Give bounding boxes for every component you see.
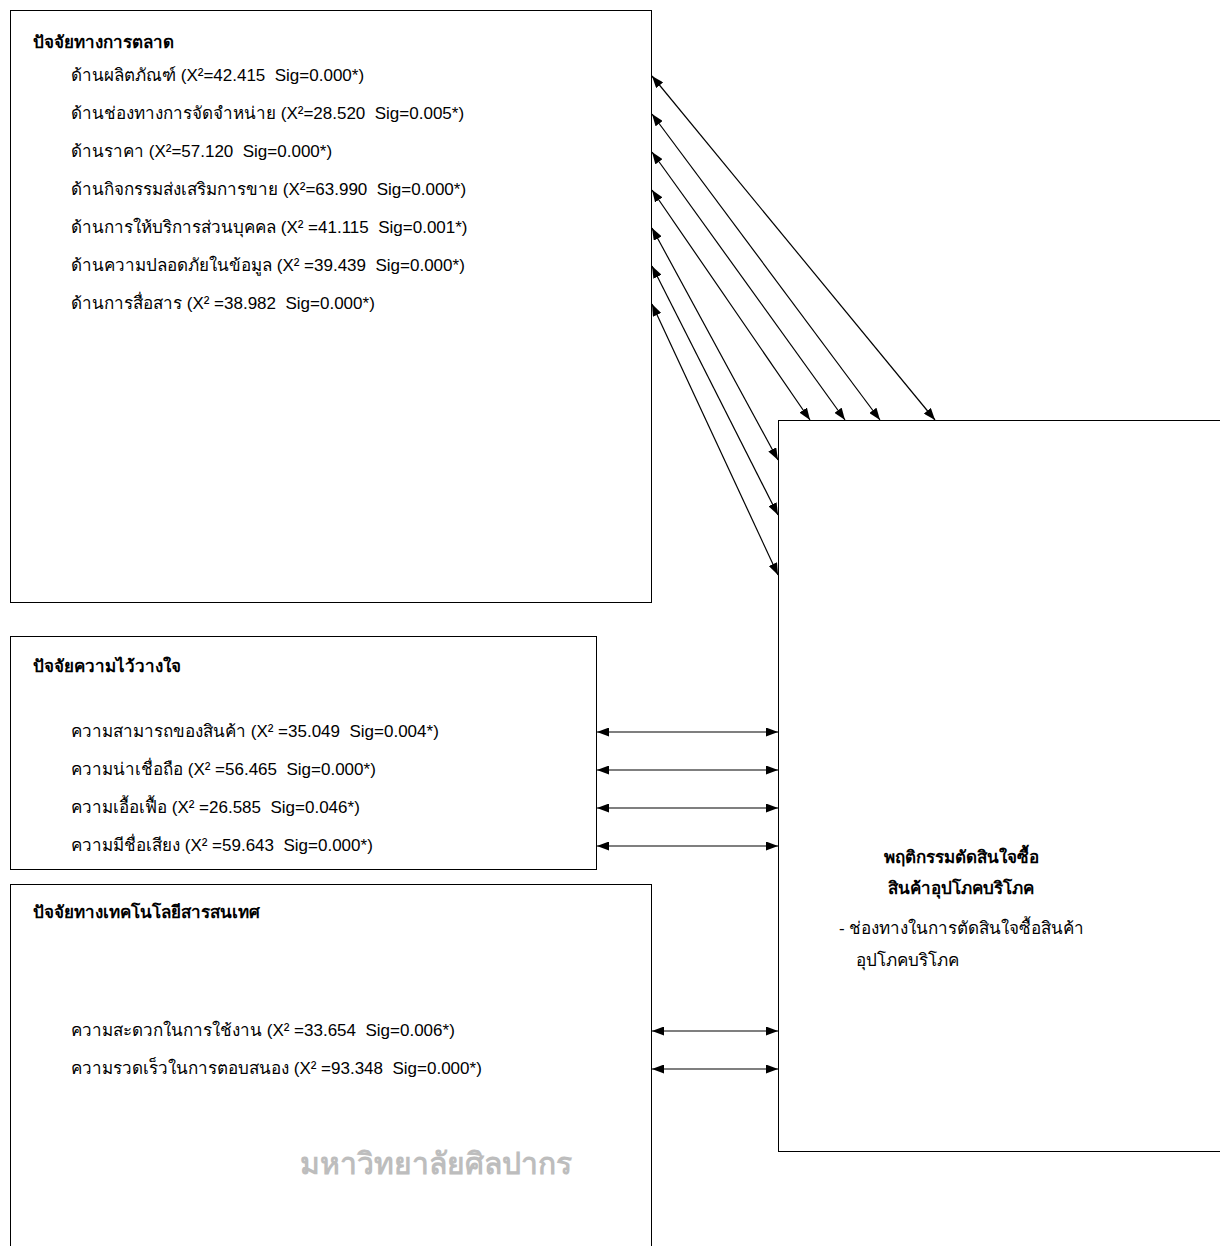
double-arrow — [652, 114, 880, 420]
factor-item: ด้านการให้บริการส่วนบุคคล (X² =41.115 Si… — [71, 216, 468, 240]
double-arrow — [652, 1068, 778, 1069]
factor-item: ด้านผลิตภัณฑ์ (X²=42.415 Sig=0.000*) — [71, 64, 364, 88]
double-arrow — [597, 845, 778, 846]
double-arrow — [652, 304, 778, 575]
outcome-box: พฤติกรรมตัดสินใจซื้อ สินค้าอุปโภคบริโภค -… — [778, 420, 1220, 1152]
double-arrow — [597, 769, 778, 770]
group-heading: ปัจจัยทางการตลาด — [33, 31, 174, 55]
factor-item: ความสะดวกในการใช้งาน (X² =33.654 Sig=0.0… — [71, 1019, 455, 1043]
factor-box: ปัจจัยทางการตลาดด้านผลิตภัณฑ์ (X²=42.415… — [10, 10, 652, 603]
double-arrow — [652, 152, 845, 420]
factor-item: ความสามารถของสินค้า (X² =35.049 Sig=0.00… — [71, 720, 439, 744]
factor-item: ด้านช่องทางการจัดจำหน่าย (X²=28.520 Sig=… — [71, 102, 464, 126]
factor-item: ด้านการสื่อสาร (X² =38.982 Sig=0.000*) — [71, 292, 375, 316]
factor-box: ปัจจัยความไว้วางใจความสามารถของสินค้า (X… — [10, 636, 597, 870]
watermark-text: มหาวิทยาลัยศิลปากร — [300, 1140, 572, 1187]
factor-item: ความมีชื่อเสียง (X² =59.643 Sig=0.000*) — [71, 834, 373, 858]
factor-item: ความน่าเชื่อถือ (X² =56.465 Sig=0.000*) — [71, 758, 376, 782]
double-arrow — [652, 76, 935, 420]
factor-item: ด้านกิจกรรมส่งเสริมการขาย (X²=63.990 Sig… — [71, 178, 466, 202]
double-arrow — [597, 807, 778, 808]
double-arrow — [597, 731, 778, 732]
factor-item: ด้านความปลอดภัยในข้อมูล (X² =39.439 Sig=… — [71, 254, 465, 278]
factor-item: ความรวดเร็วในการตอบสนอง (X² =93.348 Sig=… — [71, 1057, 482, 1081]
factor-item: ด้านราคา (X²=57.120 Sig=0.000*) — [71, 140, 332, 164]
group-heading: ปัจจัยความไว้วางใจ — [33, 655, 181, 679]
factor-item: ความเอื้อเฟื้อ (X² =26.585 Sig=0.046*) — [71, 796, 360, 820]
outcome-heading: พฤติกรรมตัดสินใจซื้อ สินค้าอุปโภคบริโภค — [881, 842, 1042, 904]
outcome-item: - ช่องทางในการตัดสินใจซื้อสินค้า อุปโภคบ… — [839, 913, 1091, 977]
double-arrow — [652, 1030, 778, 1031]
double-arrow — [652, 190, 810, 420]
factor-box: ปัจจัยทางเทคโนโลยีสารสนเทศความสะดวกในการ… — [10, 884, 652, 1246]
group-heading: ปัจจัยทางเทคโนโลยีสารสนเทศ — [33, 901, 260, 925]
double-arrow — [652, 266, 778, 515]
